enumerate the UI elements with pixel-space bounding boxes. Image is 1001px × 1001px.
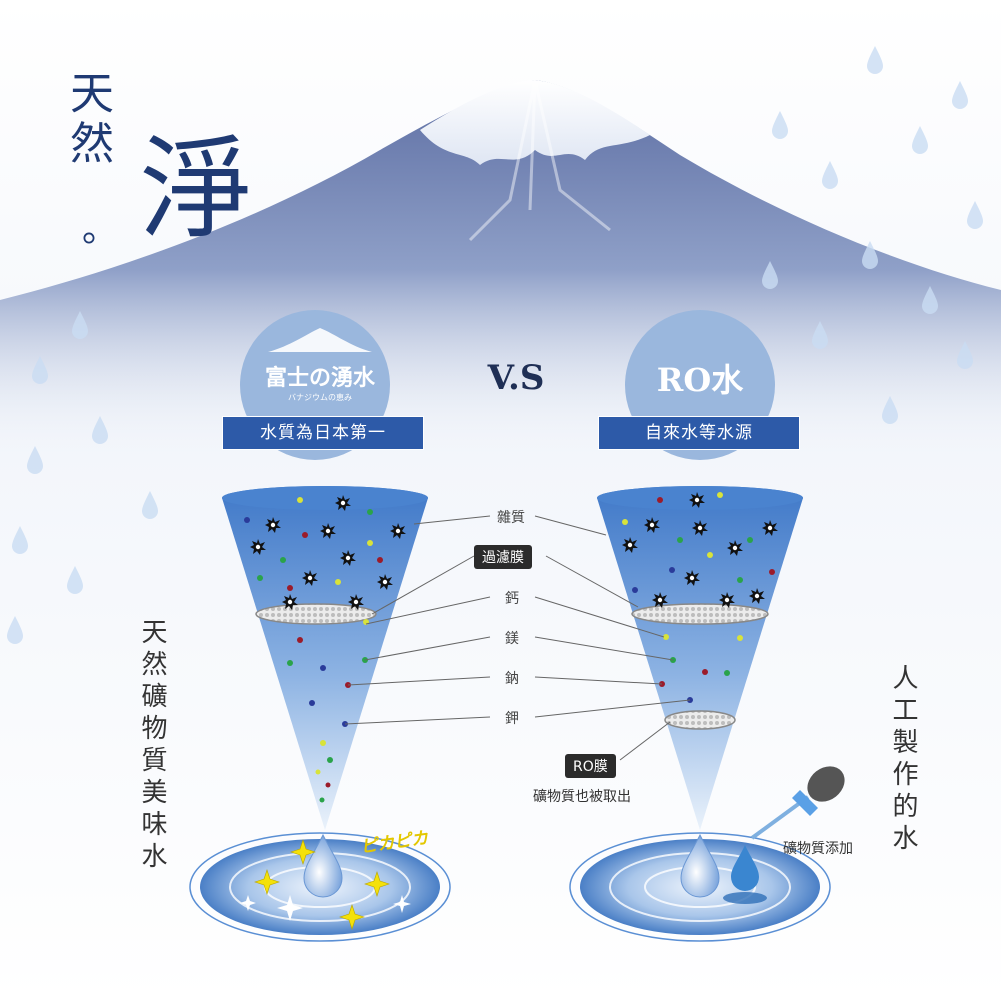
label-calcium: 鈣 <box>505 591 519 607</box>
mineral-drop <box>731 845 759 891</box>
left-water-drop <box>303 833 343 898</box>
label-sodium: 鈉 <box>505 671 519 687</box>
sparkles <box>254 839 390 930</box>
right-cone <box>597 486 803 830</box>
left-particles <box>244 495 406 803</box>
right-vertical-caption: 人工製作的水 <box>888 664 918 856</box>
ro-membrane-tag: RO膜 <box>565 754 616 778</box>
right-particles <box>622 492 778 703</box>
connector-lines <box>344 515 691 761</box>
dropper-icon <box>750 766 845 840</box>
vs-label: V.S <box>487 358 545 398</box>
label-magnesium: 鎂 <box>505 631 519 647</box>
headline-big: 淨 <box>140 125 252 255</box>
white-sparkles <box>240 895 411 921</box>
ro-note: 礦物質也被取出 <box>533 789 631 805</box>
brand-logo: 富士の湧水 <box>264 365 375 391</box>
brand-subtext: バナジウムの恵み <box>288 393 352 402</box>
headline-small: 天然 <box>62 70 113 170</box>
right-badge: 自來水等水源 <box>598 416 800 450</box>
left-vertical-caption: 天然礦物質美味水 <box>137 618 167 874</box>
ro-title: RO水 <box>656 361 744 399</box>
label-potassium: 鉀 <box>505 711 519 727</box>
right-filter-membrane <box>631 603 769 625</box>
left-badge: 水質為日本第一 <box>222 416 424 450</box>
right-water-drop <box>680 833 720 898</box>
headline-dot: 。 <box>82 209 119 250</box>
additive-note: 礦物質添加 <box>783 841 853 857</box>
label-filter-membrane: 過濾膜 <box>474 545 532 569</box>
left-filter-membrane <box>255 603 377 625</box>
left-cone <box>222 486 428 830</box>
ro-membrane <box>664 710 736 730</box>
label-impurities: 雜質 <box>497 510 525 526</box>
